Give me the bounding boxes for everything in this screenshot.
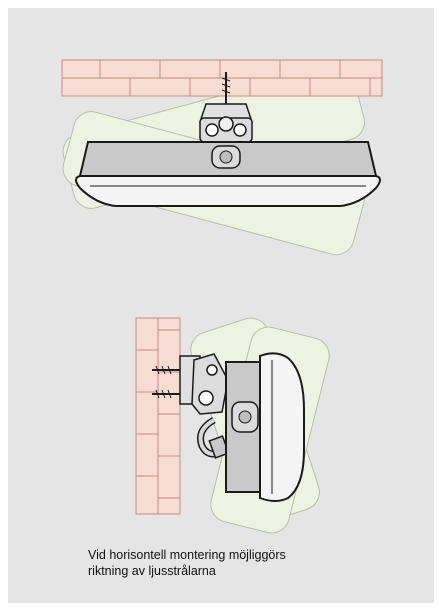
- luminaire-vertical: [225, 352, 305, 502]
- luminaire-horizontal: [75, 141, 381, 207]
- screw-icon: [152, 365, 184, 399]
- brick-wall-icon: [135, 317, 181, 515]
- caption-line-1: Vid horisontell montering möjliggörs: [88, 548, 286, 562]
- wall-mounting-bracket: [179, 353, 229, 415]
- mounting-bracket-icon: [198, 72, 254, 143]
- caption-line-2: riktning av ljusstrålarna: [88, 564, 216, 578]
- caption: Vid horisontell montering möjliggörs rik…: [88, 547, 286, 579]
